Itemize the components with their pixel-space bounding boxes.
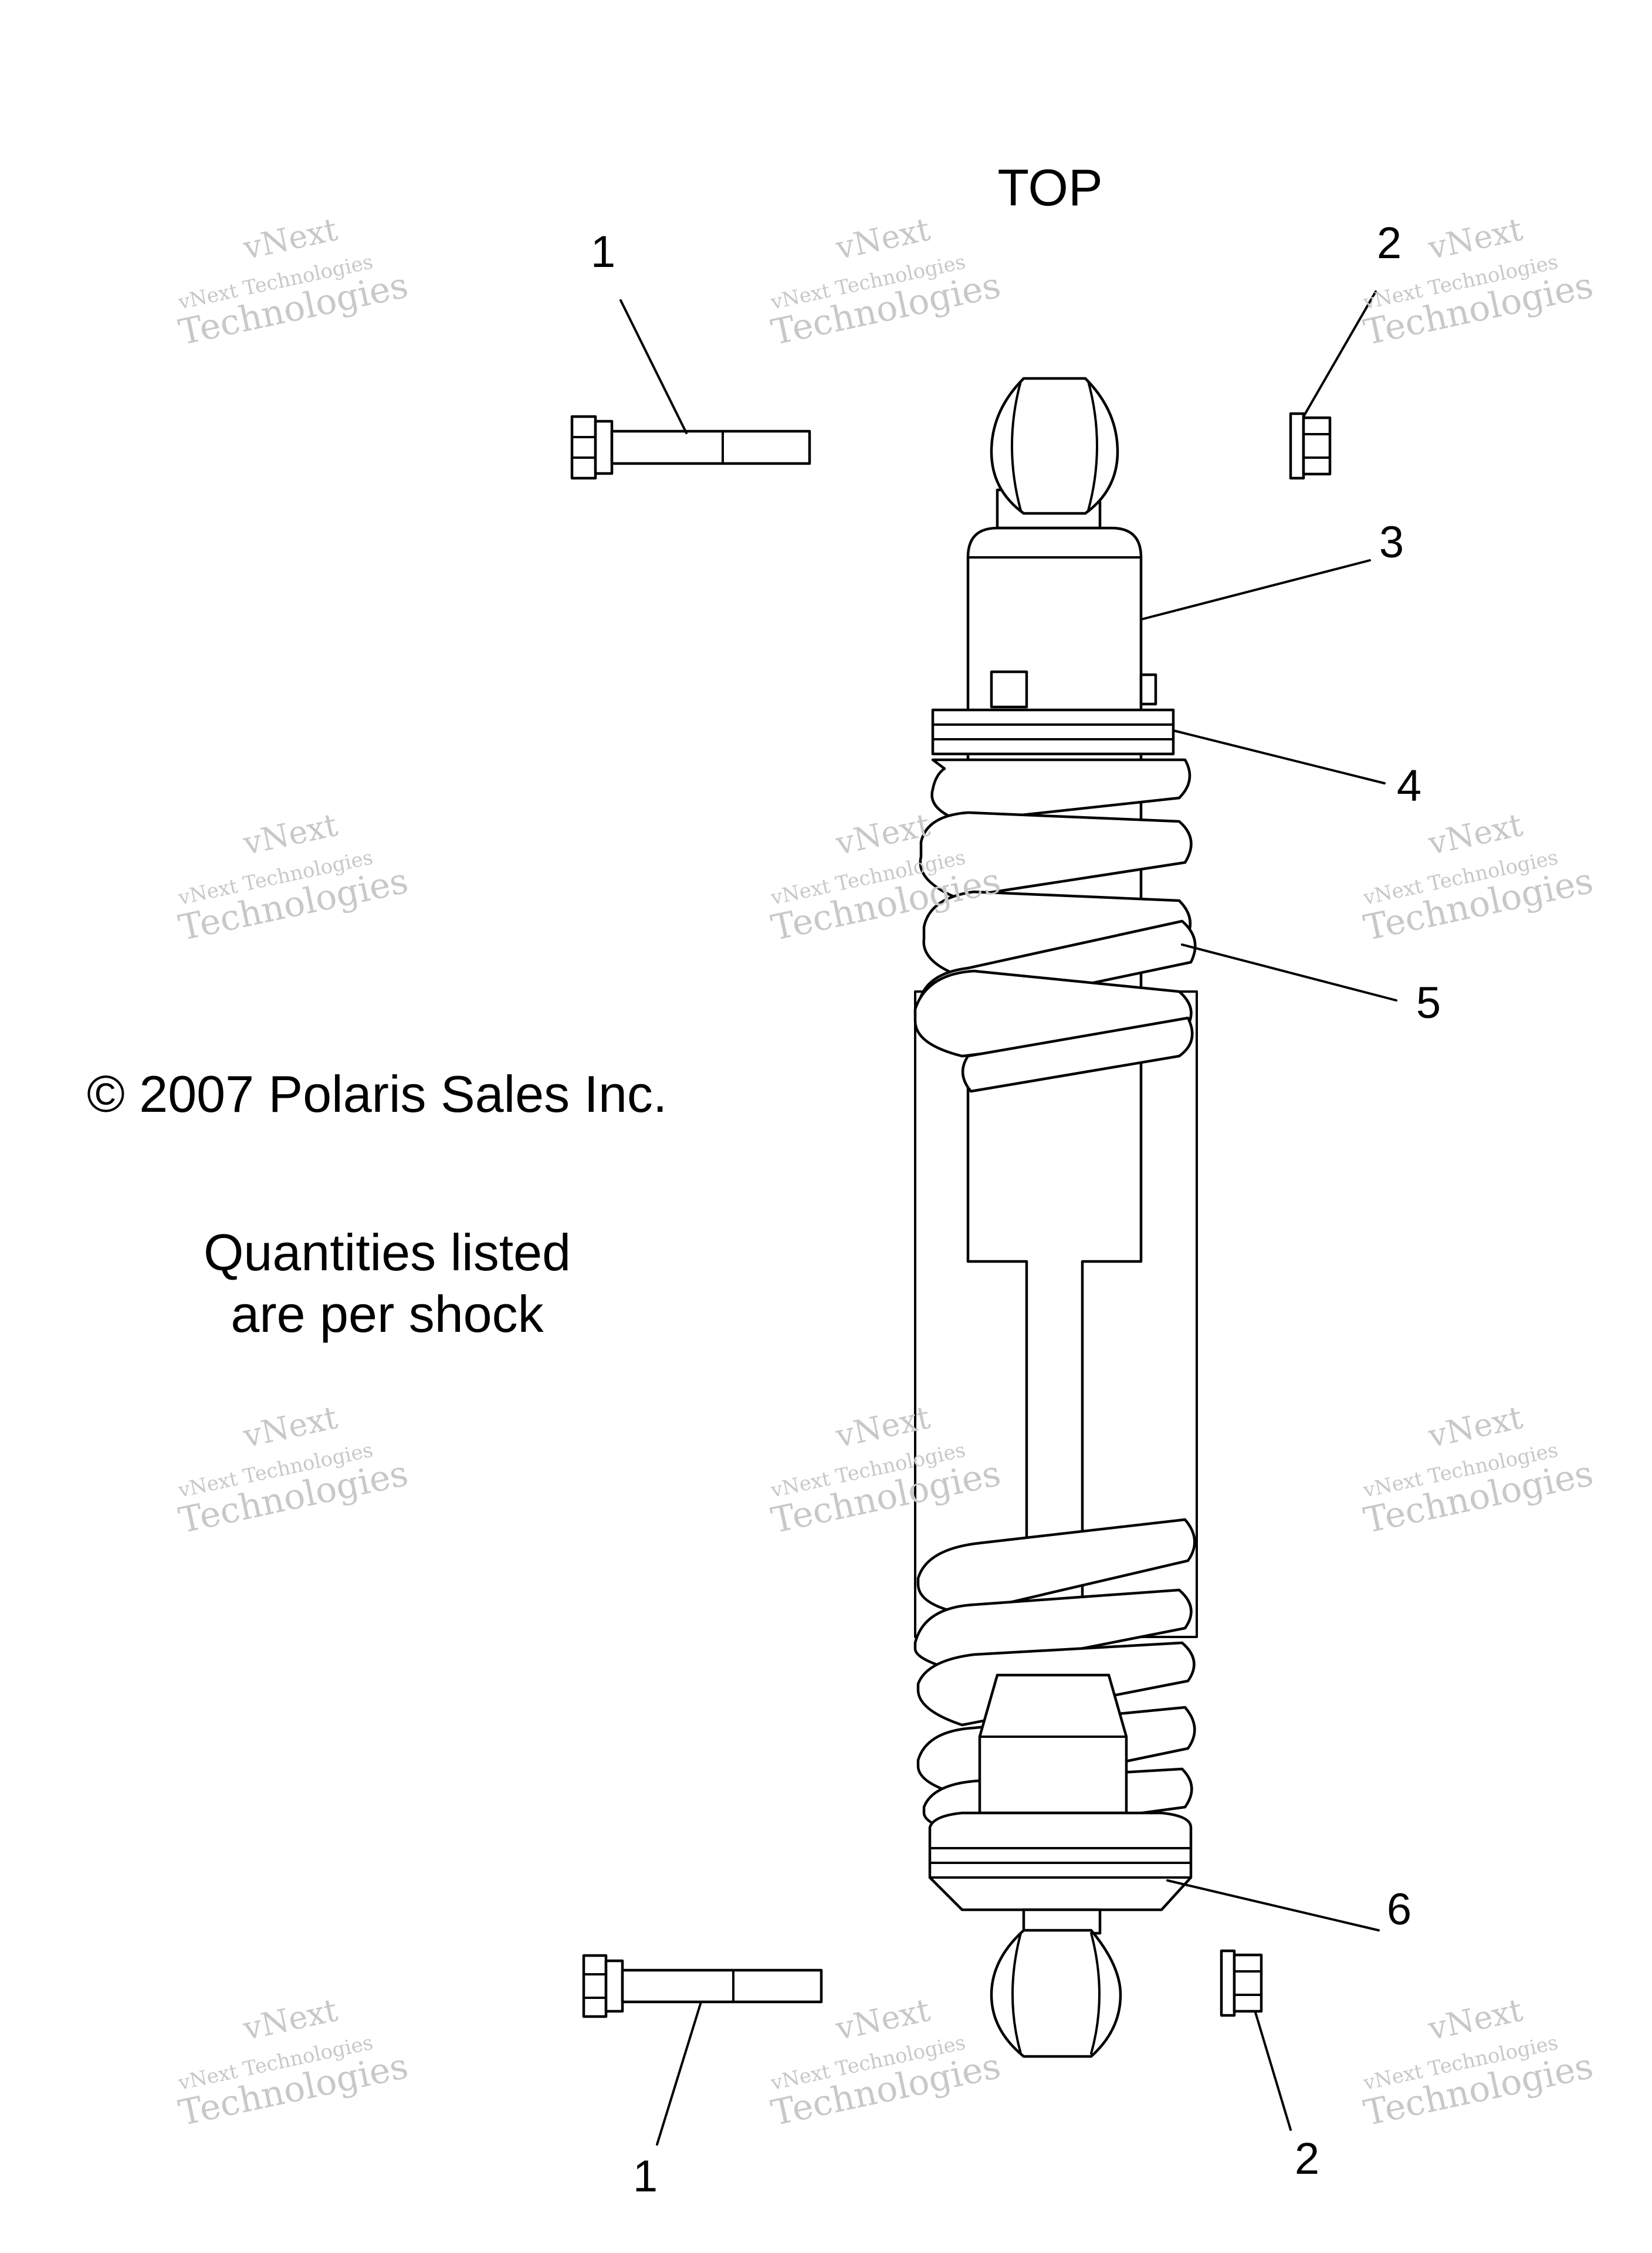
watermark-text: vNext bbox=[1424, 211, 1526, 267]
bump-stop bbox=[978, 1673, 1128, 1815]
bolt-bottom bbox=[582, 1954, 823, 2018]
shock-top-eye bbox=[990, 377, 1119, 530]
callout-3: 3 bbox=[1379, 517, 1404, 567]
watermark-text: vNext bbox=[832, 211, 933, 267]
copyright-text: © 2007 Polaris Sales Inc. bbox=[87, 1065, 667, 1123]
watermark-text: vNext bbox=[239, 1399, 341, 1455]
watermark-text: vNext bbox=[832, 806, 933, 862]
callout-4: 4 bbox=[1397, 761, 1421, 811]
callout-6: 6 bbox=[1387, 1885, 1411, 1934]
quantities-note-line2: are per shock bbox=[231, 1285, 544, 1343]
shock-bottom-eye bbox=[990, 1908, 1122, 2058]
watermark-text: vNext bbox=[239, 211, 341, 267]
lower-spring-seat bbox=[928, 1811, 1193, 1912]
bolt-top bbox=[570, 415, 811, 480]
callout-2-top: 2 bbox=[1377, 218, 1402, 268]
watermark-text: vNext bbox=[239, 1991, 341, 2048]
quantities-note-line1: Quantities listed bbox=[204, 1223, 571, 1281]
callout-2-bottom: 2 bbox=[1295, 2134, 1319, 2184]
upper-spring-seat bbox=[931, 708, 1175, 756]
watermark-text: vNext bbox=[1424, 1991, 1526, 2048]
callout-5: 5 bbox=[1416, 978, 1441, 1028]
watermark-text: vNext bbox=[1424, 806, 1526, 862]
callout-1-top: 1 bbox=[591, 227, 615, 277]
callout-1-bottom: 1 bbox=[633, 2151, 658, 2201]
watermark-text: vNext bbox=[239, 806, 341, 862]
leader-lines bbox=[620, 290, 1397, 2146]
nut-top bbox=[1289, 412, 1332, 480]
watermark-text: vNext bbox=[832, 1991, 933, 2048]
watermark-text: vNext bbox=[1424, 1399, 1526, 1455]
watermark-text: vNext bbox=[832, 1399, 933, 1455]
nut-bottom bbox=[1220, 1949, 1263, 2017]
top-label: TOP bbox=[997, 158, 1102, 216]
